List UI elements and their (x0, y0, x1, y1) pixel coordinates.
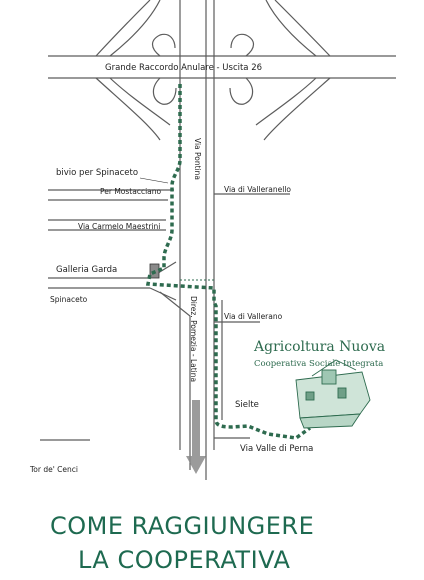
brand-name: Agricoltura Nuova (254, 339, 386, 355)
label-via-di-valleranello: Via di Valleranello (224, 185, 291, 194)
route-map (40, 0, 396, 480)
label-bivio-spinaceto: bivio per Spinaceto (56, 168, 139, 178)
farmhouse-illustration (295, 359, 371, 429)
label-galleria-garda: Galleria Garda (56, 265, 118, 275)
gra-road (48, 55, 396, 79)
brand-subtitle: Cooperativa Sociale Integrata (254, 359, 384, 369)
label-gra: Grande Raccordo Anulare - Uscita 26 (105, 63, 263, 73)
direction-arrow (186, 400, 206, 474)
via-pontina-road (179, 0, 215, 480)
caption-line-2: LA COOPERATIVA (78, 546, 291, 574)
via-carmelo-maestrini-road (48, 219, 166, 231)
label-via-valle-di-perna: Via Valle di Perna (240, 444, 314, 454)
label-per-mostacciano: Per Mostacciano (100, 187, 162, 196)
label-spinaceto: Spinaceto (50, 295, 88, 304)
label-sielte: Sielte (235, 400, 259, 410)
label-tor-de-cenci: Tor de' Cenci (30, 465, 78, 474)
spinaceto-road (48, 277, 150, 289)
label-direzione-pomezia-latina: Direz. Pomezia - Latina (189, 296, 198, 383)
label-via-di-vallerano: Via di Vallerano (224, 312, 283, 321)
route-path (145, 84, 312, 440)
caption-line-1: COME RAGGIUNGERE (50, 512, 315, 540)
per-mostacciano-road (48, 189, 174, 201)
label-via-carmelo-maestrini: Via Carmelo Maestrini (78, 222, 161, 231)
label-via-pontina: Via Pontina (193, 138, 202, 181)
